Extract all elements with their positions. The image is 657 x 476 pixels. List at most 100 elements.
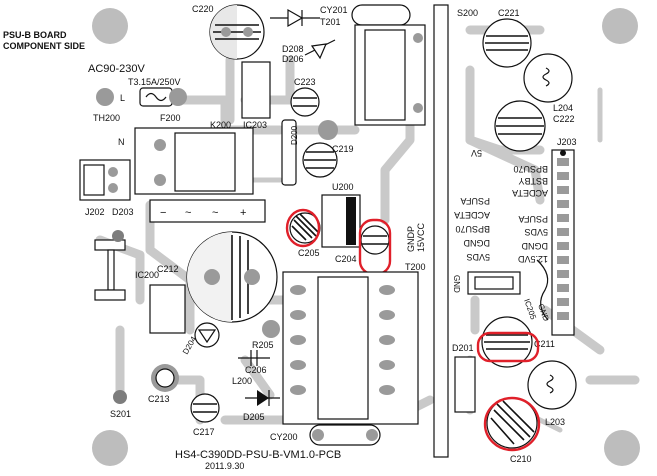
capacitor-hatch [304, 151, 336, 169]
label-j202: J202 [85, 207, 105, 217]
inductor-coil [542, 67, 550, 87]
capacitor-hatch [291, 213, 319, 241]
label-c217: C217 [193, 427, 215, 437]
signal-5v: 5V [471, 148, 482, 158]
label-c205: C205 [298, 248, 320, 258]
label-c220: C220 [192, 4, 214, 14]
signal-psufa: PSUFA [518, 214, 548, 224]
transformer-t201-core [364, 29, 406, 121]
inductor-coil [546, 374, 554, 394]
inductor-l204 [523, 53, 573, 103]
label-d203: D203 [112, 207, 134, 217]
capacitor-hatch [490, 400, 535, 445]
bridge-sign: − [160, 207, 166, 219]
capacitor-c213 [155, 368, 175, 388]
label-r205: R205 [252, 340, 274, 350]
j203-inner-labels: PSUFA ACDETA BPSU70 DGND 5VDS [454, 196, 490, 262]
label-c211: C211 [534, 339, 555, 349]
capacitor-c204 [360, 225, 390, 255]
capacitor-hatch [496, 117, 544, 135]
trace [145, 200, 195, 335]
pad [154, 174, 166, 186]
bridge-rectifier [149, 199, 266, 223]
screw-s201 [113, 390, 127, 404]
label-l204: L204 [553, 103, 573, 113]
signal-psufa-inner: PSUFA [460, 196, 490, 206]
pad [318, 120, 338, 140]
pcb-code: HS4-C390DD-PSU-B-VM1.0-PCB [175, 449, 341, 461]
label-c206: C206 [245, 365, 267, 375]
label-gnd: GND [452, 275, 461, 293]
label-ic203: IC203 [243, 120, 267, 130]
board-slot [433, 4, 449, 458]
signal-acdeta-inner: ACDETA [454, 210, 490, 220]
j202-connector [79, 159, 131, 201]
transformer-t200-core [317, 276, 369, 420]
bridge-sign: ~ [212, 207, 218, 219]
signal-bpsu70: BPSU70 [513, 164, 548, 174]
label-u200: U200 [332, 182, 354, 192]
bridge-sign: ~ [185, 207, 191, 219]
diode-d204 [194, 322, 220, 348]
pcb-date: 2011.9.30 [205, 461, 244, 471]
mounting-hole [92, 8, 128, 44]
pad [366, 429, 378, 441]
label-c221: C221 [498, 8, 520, 18]
pin1-dot [560, 150, 566, 156]
label-l203: L203 [545, 417, 565, 427]
capacitor-cy201 [351, 4, 411, 26]
signal-bpsu70-inner: BPSU70 [455, 224, 490, 234]
signal-dgnd-inner: DGND [463, 238, 490, 248]
relay-k200 [134, 127, 254, 195]
signal-5vds-inner: 5VDS [466, 252, 490, 262]
label-d205: D205 [243, 412, 265, 422]
highlight-mark-c211 [476, 331, 540, 363]
label-s200: S200 [457, 8, 478, 18]
gnd-block-inner [474, 276, 514, 290]
mounting-hole [604, 430, 640, 466]
label-d206: D206 [282, 54, 304, 64]
label-15vcc: 15VCC [416, 222, 426, 252]
label-c223: C223 [294, 77, 316, 87]
relay-k200-core [174, 132, 236, 192]
highlight-mark-c205 [285, 208, 321, 248]
highlight-mark-c210 [483, 396, 541, 452]
label-c219: C219 [332, 144, 354, 154]
ac-input-voltage: AC90-230V [88, 63, 146, 75]
j203-pins [557, 158, 569, 320]
label-c210: C210 [510, 454, 532, 464]
signal-dgnd: DGND [521, 241, 548, 251]
live-mark: L [120, 93, 125, 103]
diode-d201 [454, 356, 476, 413]
board-title-line1: PSU-B BOARD [3, 30, 67, 40]
ic-ic200 [149, 284, 186, 334]
mounting-holes [92, 8, 640, 466]
capacitor-c212 [186, 231, 278, 323]
label-f200: F200 [160, 113, 181, 123]
ic-ic203 [241, 61, 271, 119]
trace [240, 355, 275, 400]
capacitor-hatch [362, 235, 388, 245]
mounting-hole [602, 8, 638, 44]
pad [262, 320, 280, 338]
label-c213: C213 [148, 394, 170, 404]
capacitor-hatch [485, 35, 529, 51]
capacitor-c217 [190, 393, 220, 423]
transformer-t200 [282, 271, 419, 425]
signal-12-5vd: 12.5VD [517, 254, 548, 264]
label-l200: L200 [232, 376, 252, 386]
neutral-mark: N [118, 137, 125, 147]
diode-d206 [304, 39, 336, 60]
pad [413, 33, 423, 43]
label-d201: D201 [452, 343, 474, 353]
signal-acdeta: ACDETA [512, 188, 548, 198]
gnd-block [467, 271, 521, 295]
ic200-heatsink [94, 230, 126, 301]
diode-d208 [270, 8, 320, 28]
pad [312, 429, 324, 441]
label-gndp: GNDP [406, 226, 416, 252]
transformer-pads [290, 285, 395, 395]
inductor-l203 [527, 360, 577, 410]
diode-d200 [281, 119, 297, 186]
